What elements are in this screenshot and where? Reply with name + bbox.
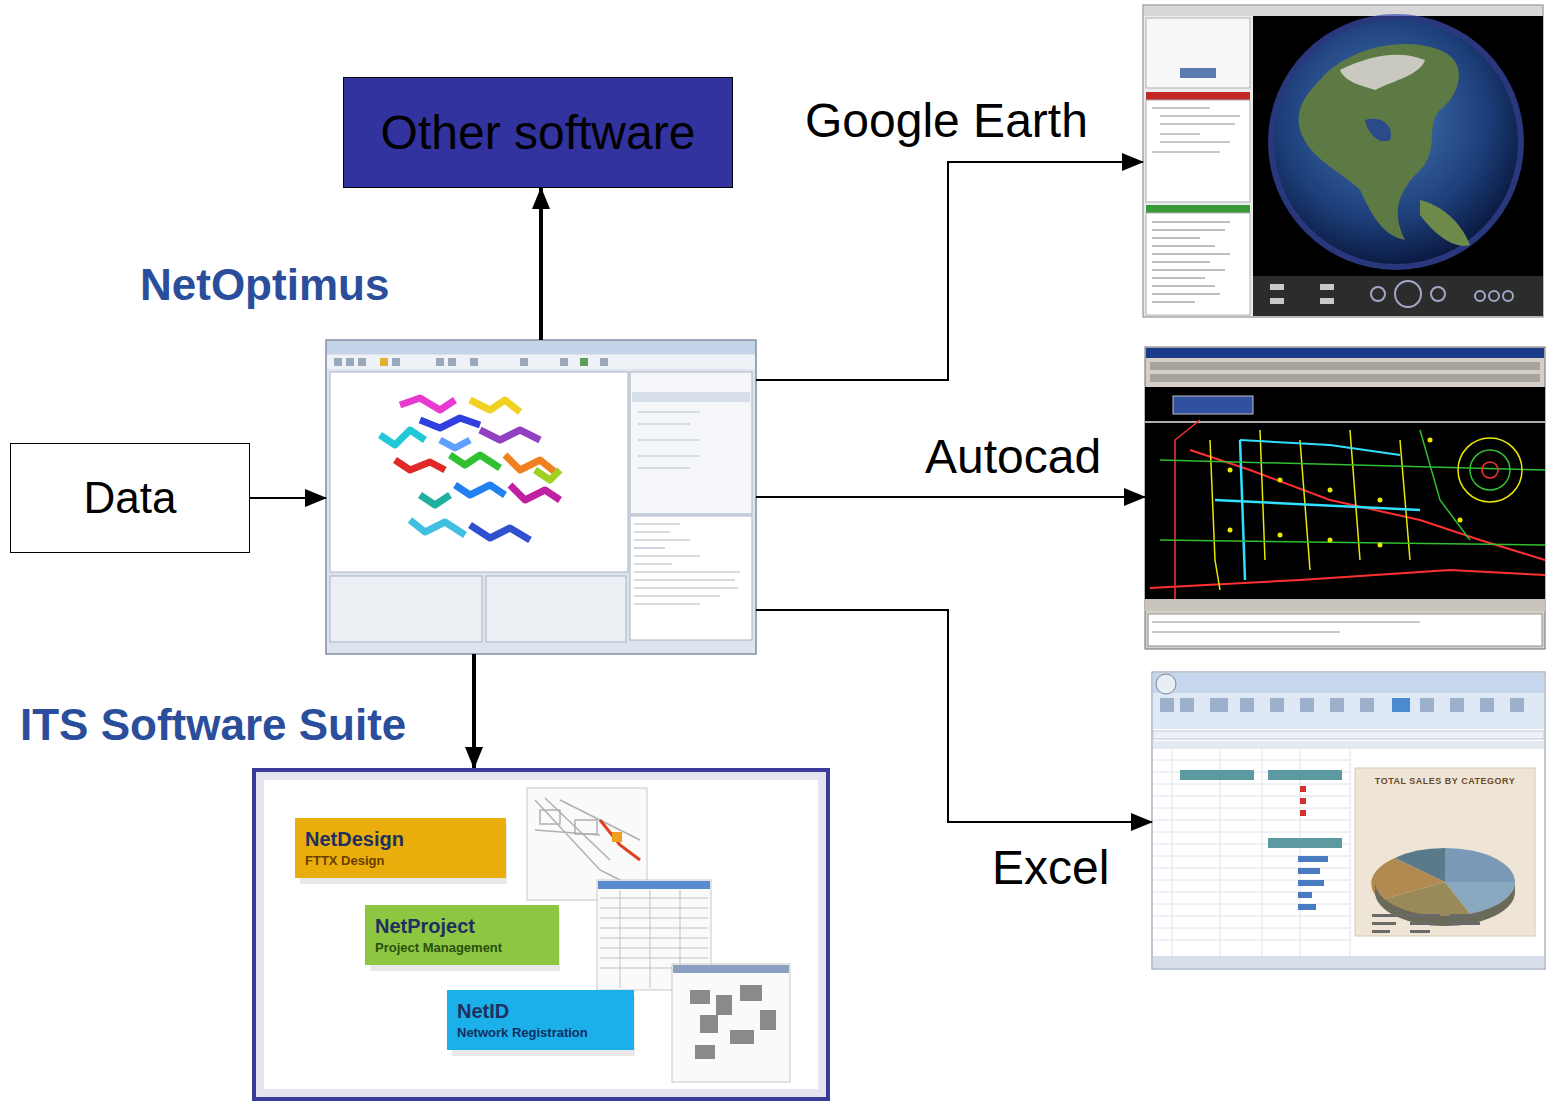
software-screenshot: NetOptimus bbox=[326, 340, 756, 654]
suite-panel-illustration bbox=[252, 768, 830, 1101]
node-heading: Excel bbox=[992, 840, 1109, 895]
flow-arrow bbox=[756, 610, 1152, 822]
flow-arrow bbox=[756, 162, 1143, 380]
software-box: Other software bbox=[343, 77, 733, 188]
node-heading: Autocad bbox=[925, 429, 1101, 484]
netoptimus-screenshot bbox=[326, 340, 756, 654]
google-earth-screenshot bbox=[1143, 5, 1543, 317]
node-title: NetDesign bbox=[305, 828, 496, 851]
autocad-screenshot bbox=[1145, 347, 1545, 649]
flow-arrow bbox=[472, 654, 476, 768]
node-title: Data bbox=[84, 473, 177, 524]
node-subtitle: Project Management bbox=[375, 941, 549, 956]
module-box: NetProjectProject Management bbox=[365, 905, 559, 965]
module-box: NetID Network Registration bbox=[447, 990, 634, 1050]
flow-arrow bbox=[250, 497, 326, 499]
node-title: Other software bbox=[381, 105, 696, 160]
app-screenshot: Google Earth bbox=[1143, 5, 1543, 317]
chart-title: TOTAL SALES BY CATEGORY bbox=[1362, 776, 1528, 786]
module-box: NetDesignFTTX Design bbox=[295, 818, 506, 878]
node-subtitle: FTTX Design bbox=[305, 854, 496, 869]
flow-arrow bbox=[539, 188, 543, 340]
node-title: NetID bbox=[457, 1000, 624, 1023]
flow-arrow bbox=[756, 496, 1145, 498]
node-heading: Google Earth bbox=[805, 93, 1088, 148]
app-screenshot: Excel bbox=[1152, 672, 1545, 969]
node-heading: ITS Software Suite bbox=[20, 700, 406, 751]
node-title: NetProject bbox=[375, 915, 549, 938]
excel-screenshot bbox=[1152, 672, 1545, 969]
suite-panel: ITS Software SuiteNetDesignFTTX DesignNe… bbox=[252, 768, 830, 1101]
node-heading: NetOptimus bbox=[140, 260, 389, 311]
app-screenshot: Autocad bbox=[1145, 347, 1545, 649]
node-subtitle: Network Registration bbox=[457, 1026, 624, 1041]
data-box: Data bbox=[10, 443, 250, 553]
